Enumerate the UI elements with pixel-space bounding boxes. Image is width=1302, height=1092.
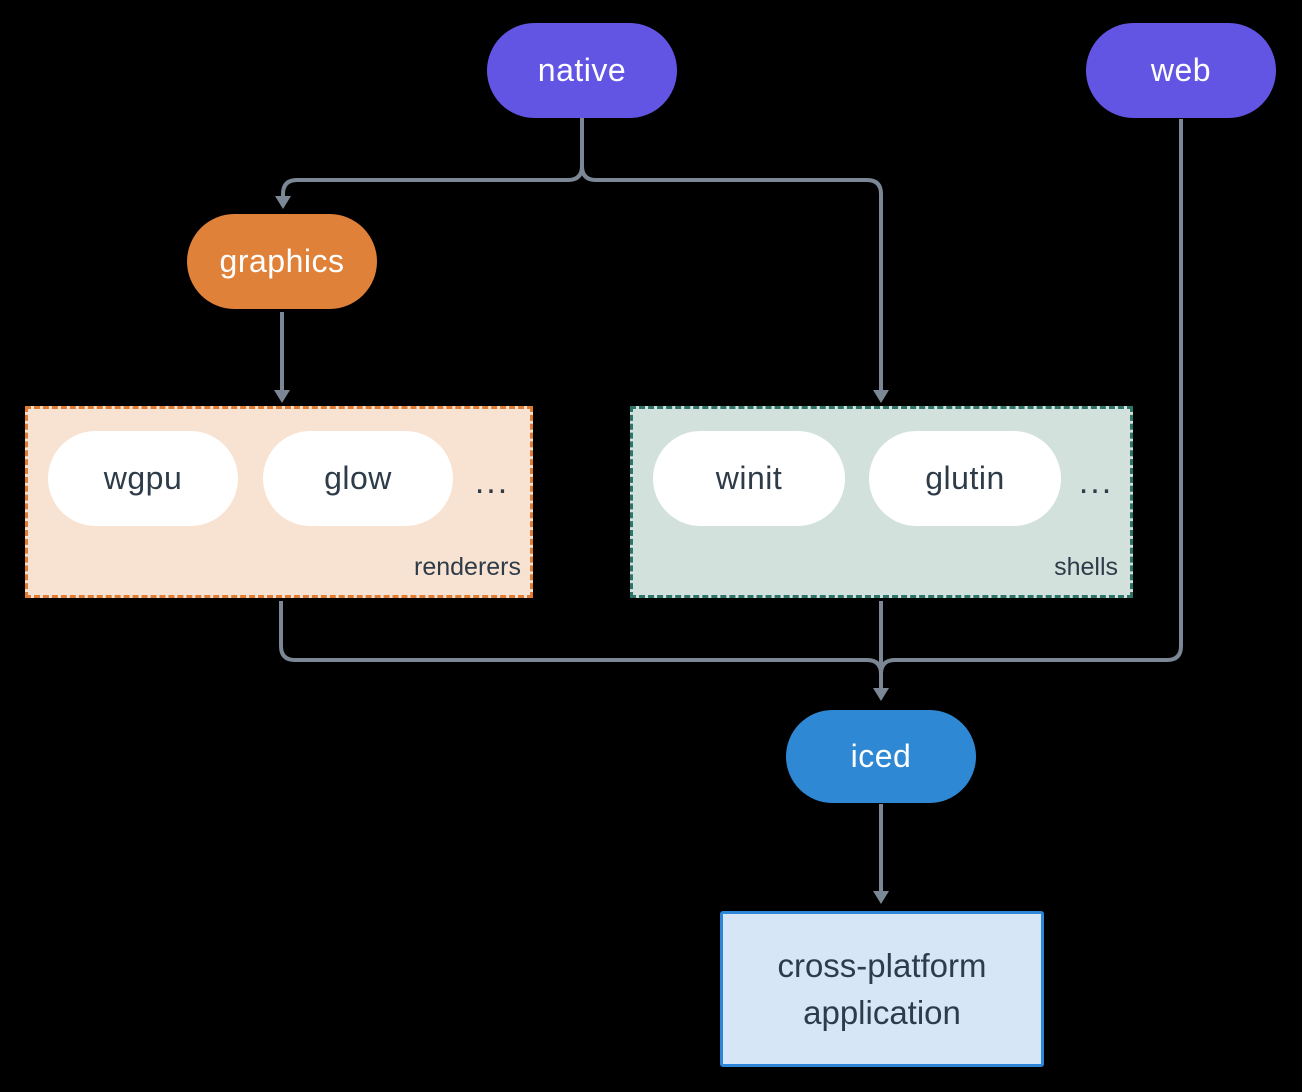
node-web-label: web bbox=[1150, 52, 1212, 88]
pill-winit-label: winit bbox=[715, 460, 783, 496]
node-native-label: native bbox=[537, 52, 627, 88]
node-graphics-label: graphics bbox=[219, 243, 345, 279]
arrowhead-into-renderers bbox=[274, 390, 290, 403]
pill-wgpu: wgpu bbox=[48, 431, 238, 526]
shells-group-label: shells bbox=[1054, 553, 1118, 581]
node-web: web bbox=[1086, 23, 1276, 118]
pill-wgpu-label: wgpu bbox=[103, 460, 183, 496]
edge-native-to-graphics bbox=[281, 118, 584, 197]
node-native: native bbox=[487, 23, 677, 118]
pill-glutin: glutin bbox=[869, 431, 1061, 526]
node-iced-label: iced bbox=[850, 738, 912, 774]
edge-renderers-to-iced bbox=[279, 601, 883, 689]
node-iced: iced bbox=[786, 710, 976, 803]
renderers-ellipsis: ... bbox=[474, 462, 510, 501]
pill-glow: glow bbox=[263, 431, 453, 526]
node-application: cross-platform application bbox=[720, 911, 1044, 1067]
pill-winit: winit bbox=[653, 431, 845, 526]
arrowhead-into-application bbox=[873, 891, 889, 904]
shells-ellipsis: ... bbox=[1078, 462, 1114, 501]
arrowhead-into-iced bbox=[873, 688, 889, 701]
arrowhead-into-shells bbox=[873, 390, 889, 403]
edge-native-to-shells bbox=[580, 165, 883, 391]
arrowhead-into-graphics bbox=[275, 196, 291, 209]
pill-glow-label: glow bbox=[324, 460, 392, 496]
node-application-label: cross-platform application bbox=[777, 947, 987, 1031]
node-graphics: graphics bbox=[187, 214, 377, 309]
renderers-group-label: renderers bbox=[414, 553, 521, 581]
pill-glutin-label: glutin bbox=[925, 460, 1005, 496]
